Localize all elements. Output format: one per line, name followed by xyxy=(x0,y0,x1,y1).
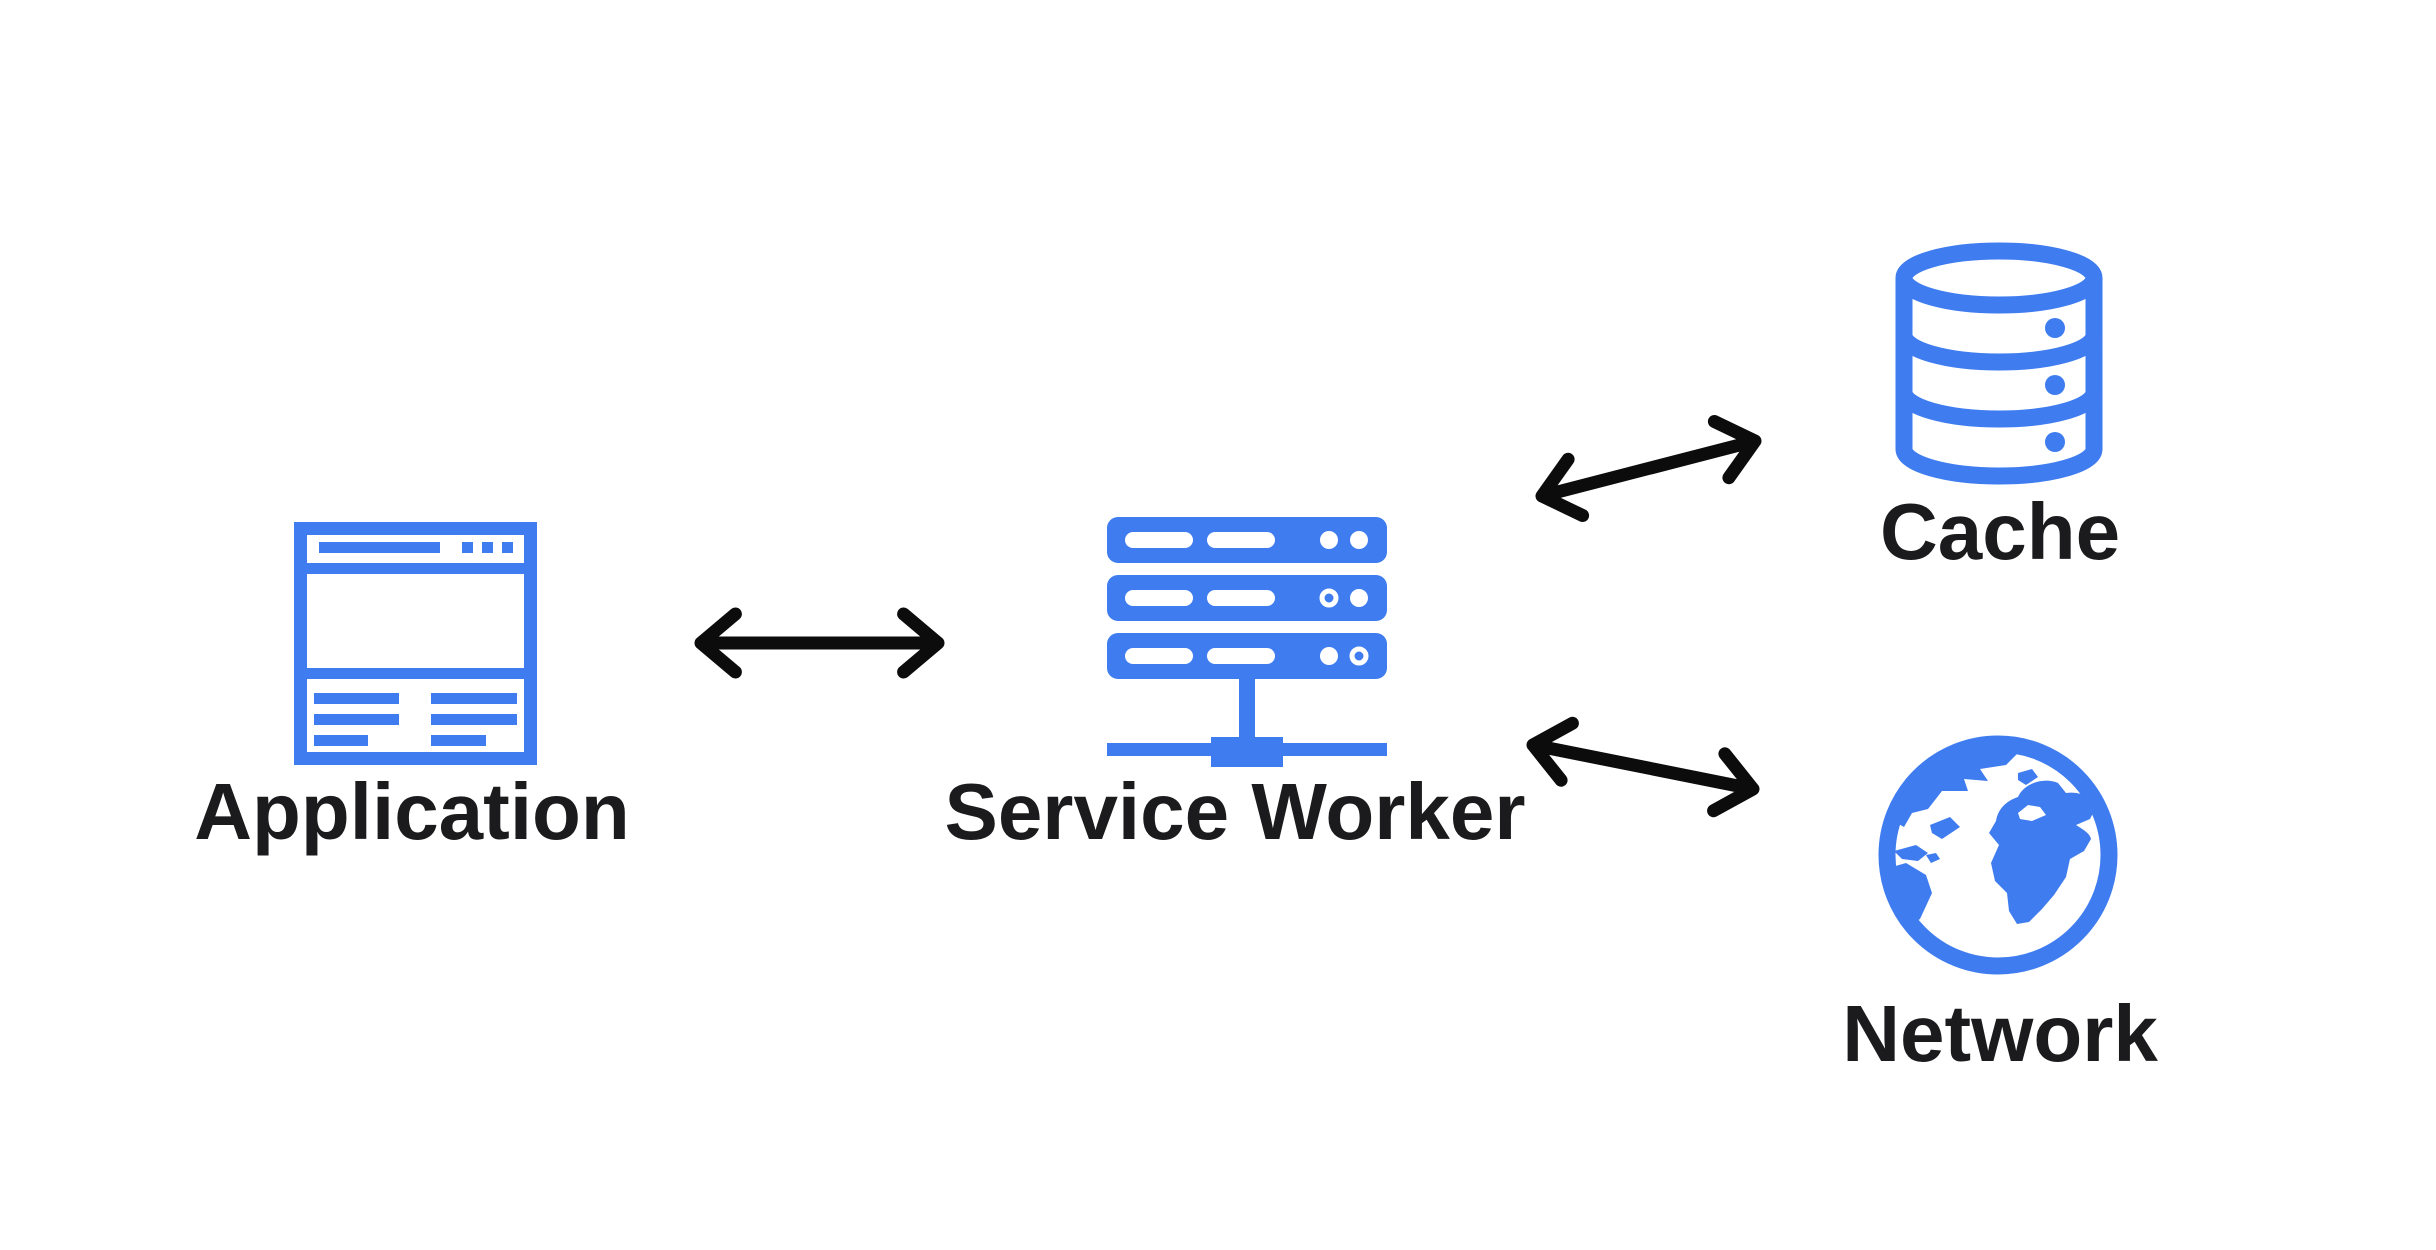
database-cylinder-icon xyxy=(1893,242,2105,486)
network-label: Network xyxy=(1842,989,2158,1078)
arrow-application-service-worker xyxy=(694,607,945,679)
server-rack-icon xyxy=(1107,517,1387,769)
service-worker-label: Service Worker xyxy=(944,767,1526,856)
arrow-service-worker-network xyxy=(1526,716,1760,818)
globe-icon xyxy=(1868,725,2128,985)
arrow-service-worker-cache xyxy=(1535,415,1762,522)
application-label: Application xyxy=(194,767,630,856)
cache-label: Cache xyxy=(1879,487,2121,576)
browser-window-icon xyxy=(294,522,537,765)
